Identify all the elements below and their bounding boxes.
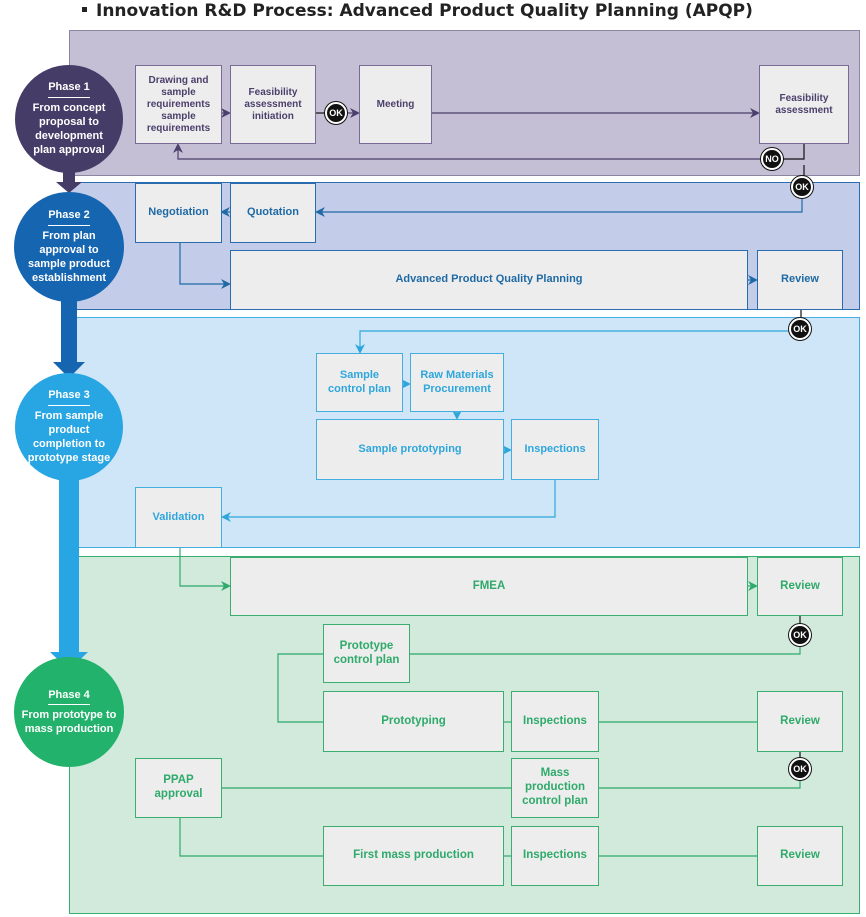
mass-production-control-plan-box: Mass production control plan xyxy=(511,758,599,818)
title-text: Innovation R&D Process: Advanced Product… xyxy=(96,1,753,21)
no-badge-feasibility: NO xyxy=(761,148,783,170)
sample-prototyping-box: Sample prototyping xyxy=(316,419,504,480)
phase2-desc: From plan approval to sample product est… xyxy=(28,229,110,285)
negotiation-box: Negotiation xyxy=(135,183,222,243)
drawing-sample-requirements-box: Drawing and sample requirements sample r… xyxy=(135,65,222,144)
ok-badge-prototyping-review: OK xyxy=(789,758,811,780)
meeting-box: Meeting xyxy=(359,65,432,144)
phase1-label: Phase 1 xyxy=(48,80,90,98)
phase1-desc: From concept proposal to development pla… xyxy=(32,101,106,157)
phase2-label: Phase 2 xyxy=(48,208,90,226)
phase1-circle: Phase 1 From concept proposal to develop… xyxy=(15,65,123,173)
ok-badge-meeting: OK xyxy=(325,102,347,124)
phase3-label: Phase 3 xyxy=(48,388,90,406)
ok-badge-phase2-review: OK xyxy=(789,318,811,340)
validation-box: Validation xyxy=(135,487,222,548)
ok-badge-feasibility: OK xyxy=(791,176,813,198)
phase3-circle: Phase 3 From sample product completion t… xyxy=(15,373,123,481)
inspections-box-mass: Inspections xyxy=(511,826,599,886)
page-title: Innovation R&D Process: Advanced Product… xyxy=(82,1,753,25)
raw-materials-procurement-box: Raw Materials Procurement xyxy=(410,353,504,412)
review-box-phase2: Review xyxy=(757,250,843,310)
phase4-label: Phase 4 xyxy=(48,688,90,705)
apqp-box: Advanced Product Quality Planning xyxy=(230,250,748,310)
phase3-desc: From sample product completion to protot… xyxy=(27,409,111,465)
phase4-circle: Phase 4 From prototype to mass productio… xyxy=(14,657,124,767)
inspections-box-prototyping: Inspections xyxy=(511,691,599,752)
ok-badge-fmea-review: OK xyxy=(789,624,811,646)
review-box-fmea: Review xyxy=(757,557,843,616)
fmea-box: FMEA xyxy=(230,557,748,616)
inspections-box-phase3: Inspections xyxy=(511,419,599,480)
review-box-mass: Review xyxy=(757,826,843,886)
quotation-box: Quotation xyxy=(230,183,316,243)
feasibility-assessment-box: Feasibility assessment xyxy=(759,65,849,144)
prototyping-box: Prototyping xyxy=(323,691,504,752)
phase4-desc: From prototype to mass production xyxy=(21,708,117,736)
phase2-circle: Phase 2 From plan approval to sample pro… xyxy=(14,192,124,302)
ppap-approval-box: PPAP approval xyxy=(135,758,222,818)
sample-control-plan-box: Sample control plan xyxy=(316,353,403,412)
title-bullet xyxy=(82,6,87,12)
feasibility-initiation-box: Feasibility assessment initiation xyxy=(230,65,316,144)
prototype-control-plan-box: Prototype control plan xyxy=(323,624,410,683)
review-box-prototyping: Review xyxy=(757,691,843,752)
first-mass-production-box: First mass production xyxy=(323,826,504,886)
